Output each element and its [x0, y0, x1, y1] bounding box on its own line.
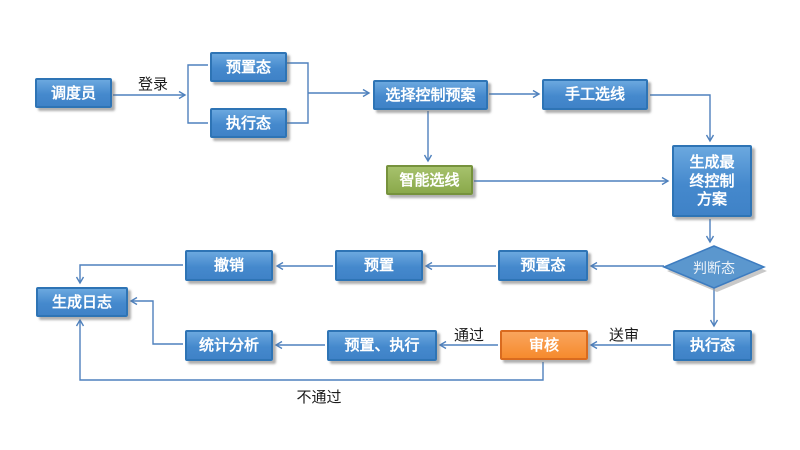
node-exec-state-top: 执行态 [210, 108, 287, 138]
edge-review-fail-log [75, 318, 544, 381]
node-dispatcher: 调度员 [35, 78, 112, 108]
node-exec-state-bottom: 执行态 [673, 330, 752, 361]
node-select-control-plan: 选择控制预案 [373, 80, 488, 110]
node-preset-execute: 预置、执行 [327, 330, 437, 361]
edge-stats-log [129, 296, 183, 345]
node-final-control-plan: 生成最终控制方案 [672, 145, 752, 217]
edge-label-pass: 通过 [453, 326, 484, 344]
node-review: 审核 [500, 330, 588, 360]
node-judge-state-label: 判断态 [693, 261, 735, 277]
node-statistical-analysis: 统计分析 [185, 330, 273, 361]
node-undo: 撤销 [185, 250, 273, 281]
edge-undo-log [75, 264, 183, 285]
node-preset: 预置 [335, 250, 423, 281]
bracket-right [287, 62, 309, 124]
node-preset-state-bottom: 预置态 [498, 250, 588, 281]
node-generate-log: 生成日志 [36, 287, 128, 317]
node-preset-state-top: 预置态 [210, 52, 287, 82]
node-smart-line-selection: 智能选线 [386, 165, 473, 195]
bracket-left [187, 64, 208, 124]
edge-label-fail: 不通过 [296, 388, 342, 406]
edge-manual-finalplan [650, 94, 715, 143]
node-manual-line-selection: 手工选线 [542, 79, 648, 110]
judge-diamond [662, 245, 767, 292]
edge-label-submit-review: 送审 [608, 326, 639, 344]
edge-label-login: 登录 [137, 75, 168, 93]
